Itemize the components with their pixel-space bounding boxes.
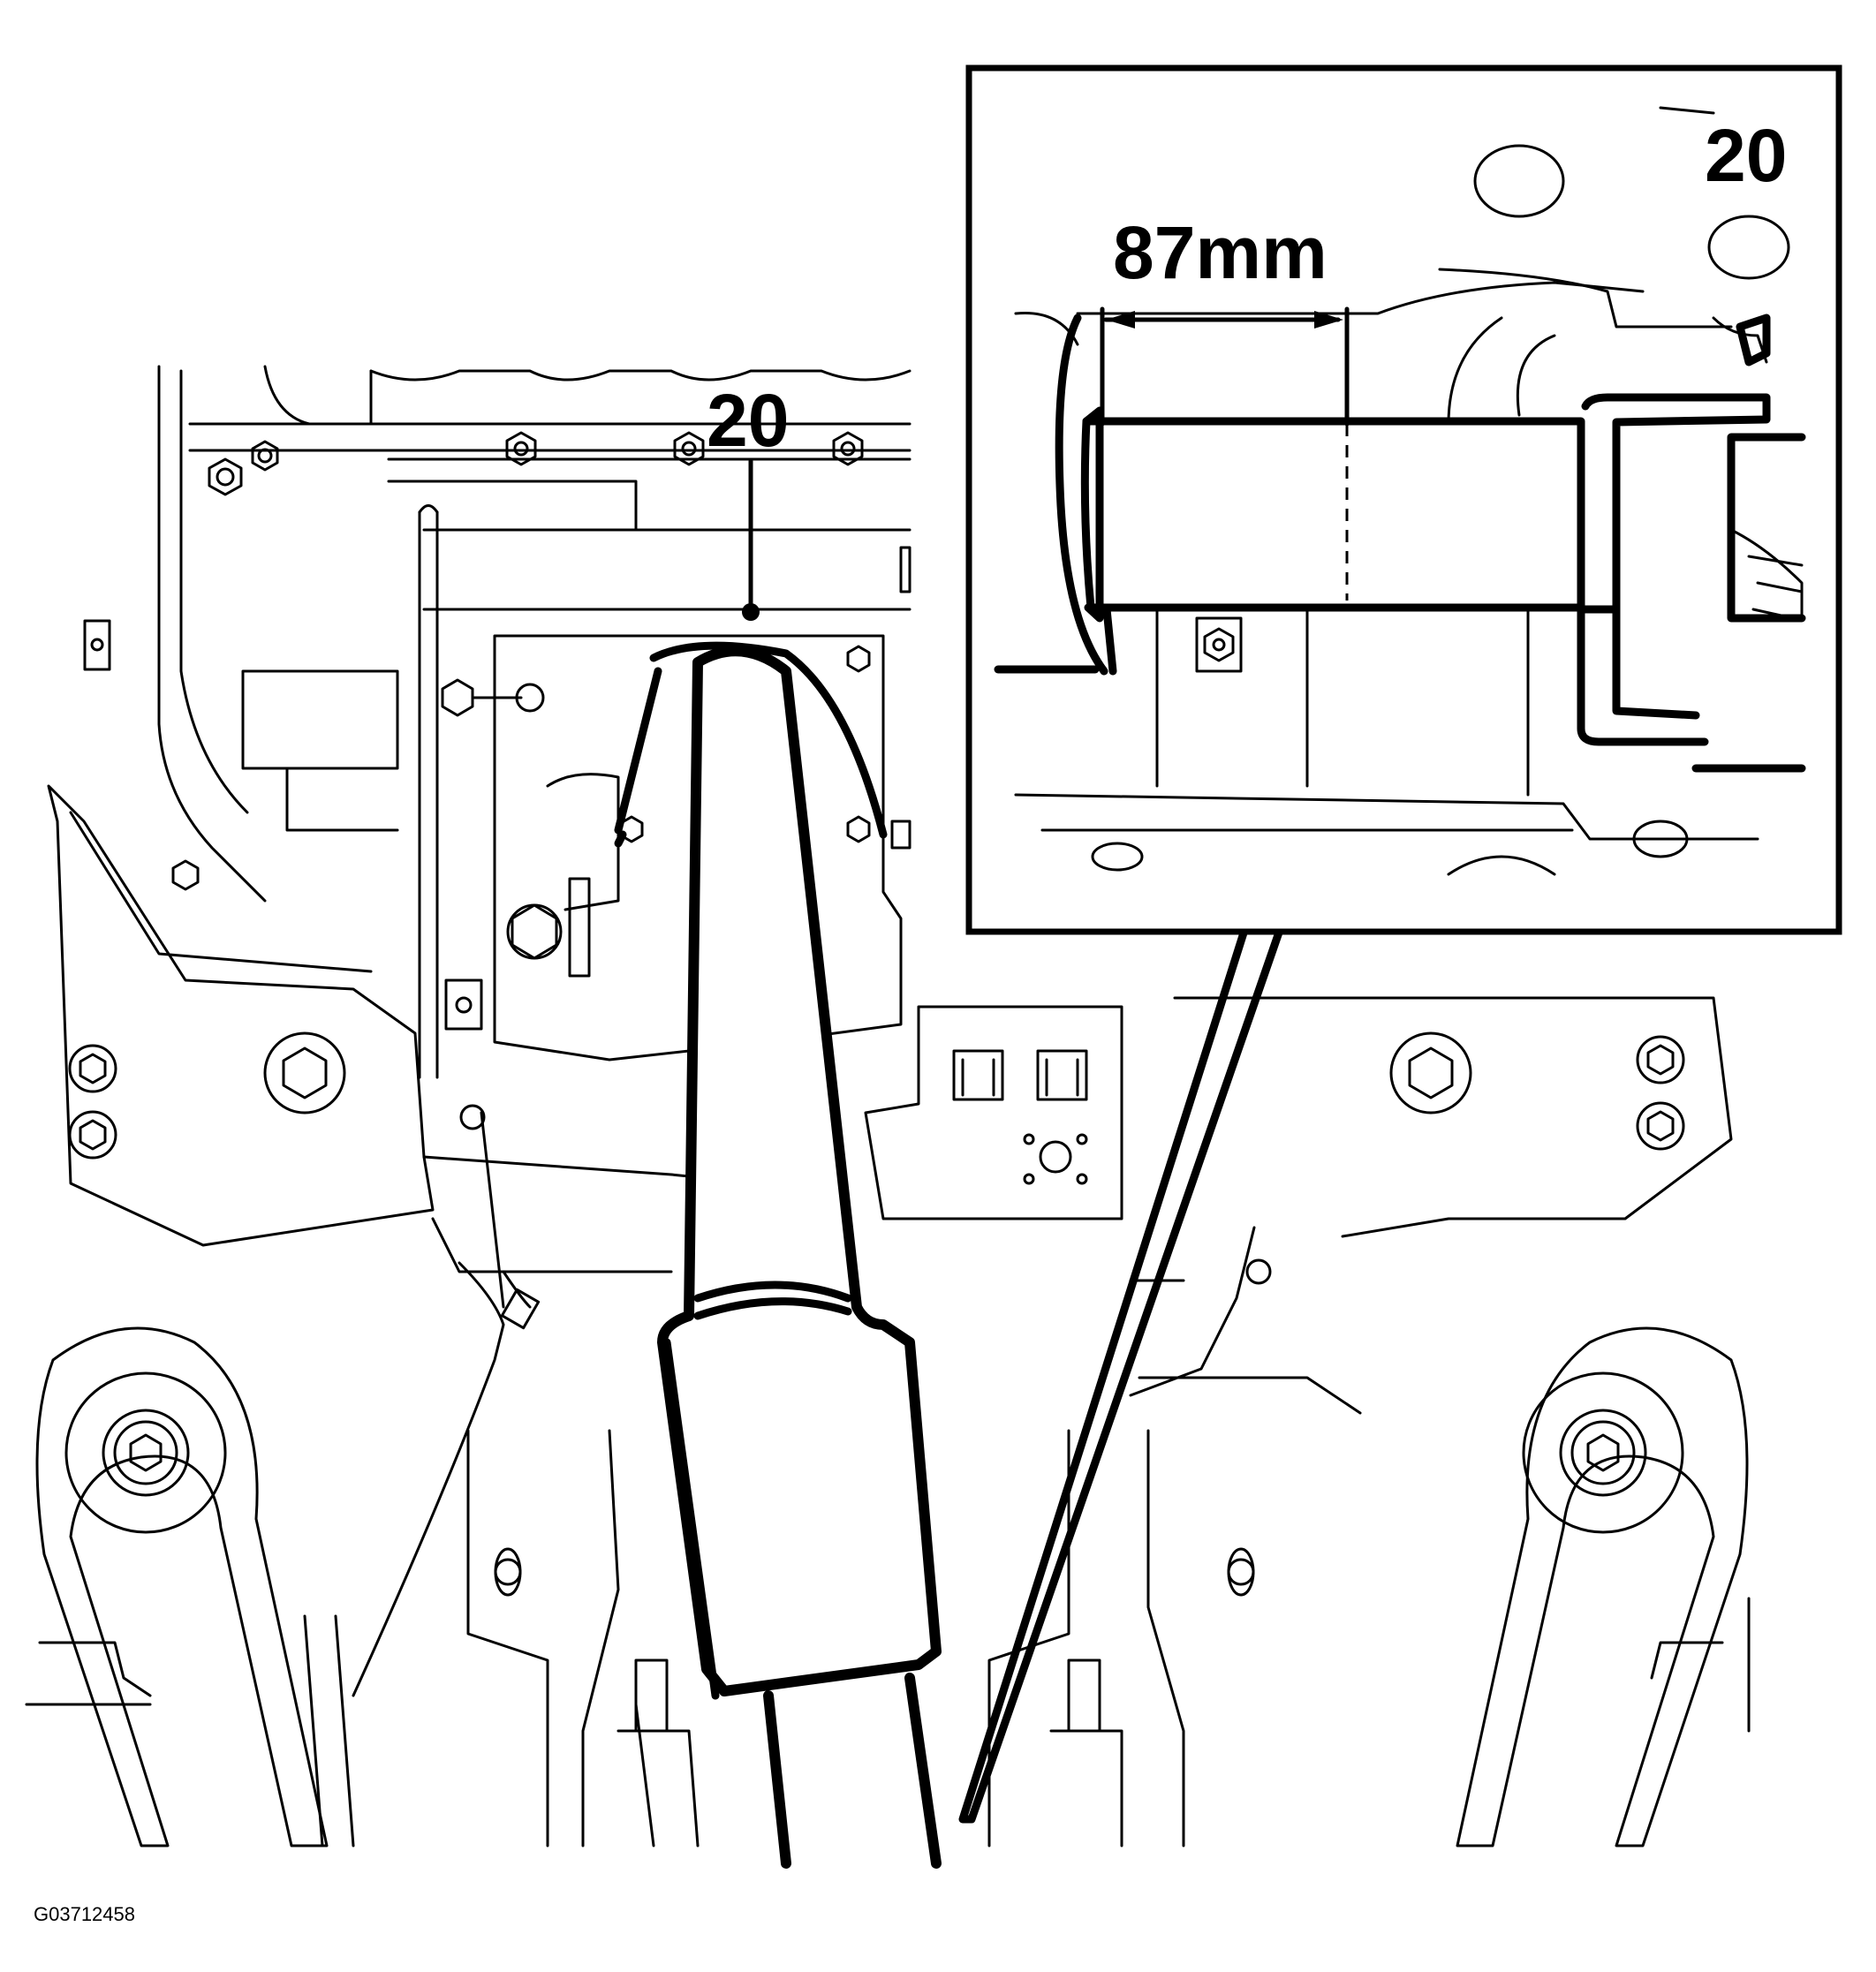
inset-cylinder (1080, 406, 1585, 623)
bolt-top-5 (832, 431, 864, 466)
left-bracket (241, 504, 545, 1697)
main-callout-label: 20 (707, 379, 789, 462)
bolt-left-2 (68, 1110, 117, 1160)
bolt-top-3 (505, 431, 537, 466)
bolt-top-1 (251, 440, 279, 472)
inset-callout-label: 20 (1705, 114, 1787, 197)
dimension: 87mm (1100, 211, 1350, 427)
nut-center (506, 903, 563, 960)
main-view: 20 (25, 365, 1751, 1869)
bolt-left-1 (68, 1044, 117, 1093)
special-tool (614, 641, 942, 1869)
bolt-top-4 (673, 431, 705, 466)
figure-id: G03712458 (34, 1903, 135, 1925)
right-subframe (1129, 996, 1751, 1847)
center-housing (493, 634, 1123, 1220)
bolt-left-big (263, 1031, 346, 1114)
bolt-right-big (1389, 1031, 1472, 1114)
inset-background (1014, 106, 1804, 876)
bolt-right-1 (1636, 1035, 1685, 1084)
inset-pointer (958, 923, 1285, 1824)
engine-block (83, 365, 912, 903)
bolt-center-3 (846, 815, 871, 843)
main-callout: 20 (707, 379, 789, 621)
left-subframe (25, 784, 761, 1847)
detail-inset: 87mm 20 (965, 64, 1842, 935)
bolt-right-2 (1636, 1101, 1685, 1151)
bushing-left (64, 1371, 227, 1534)
bolt-bracket (441, 678, 545, 717)
inset-bolt (1195, 616, 1243, 673)
bushing-right (1522, 1371, 1684, 1534)
control-module (864, 1005, 1123, 1220)
small-bracket (83, 619, 111, 671)
bolt-center-1 (846, 645, 871, 673)
dimension-label: 87mm (1113, 211, 1328, 294)
bolt-top-2 (208, 457, 243, 496)
inset-clamp (1577, 314, 1806, 773)
